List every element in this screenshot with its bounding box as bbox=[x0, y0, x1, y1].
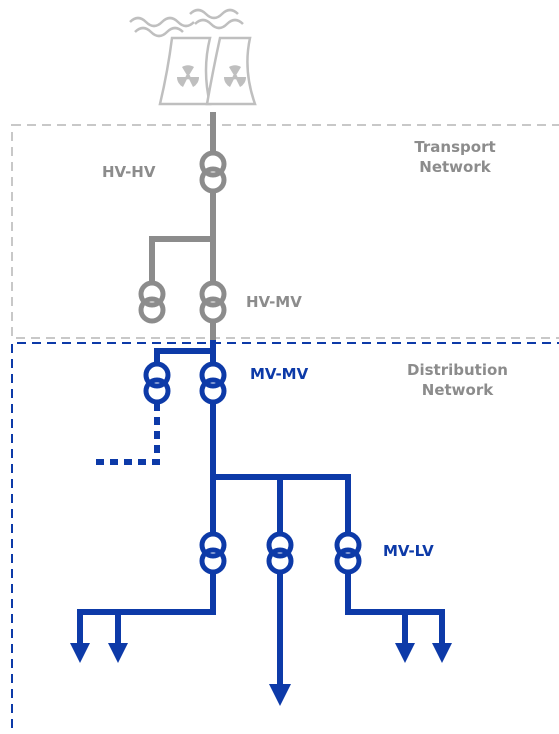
mv-mv-label: MV-MV bbox=[250, 365, 309, 383]
distribution-network-label: Distribution Network bbox=[390, 360, 525, 400]
transport-network-label: Transport Network bbox=[395, 137, 515, 177]
transport-network-region bbox=[11, 124, 559, 339]
hv-hv-label: HV-HV bbox=[102, 163, 156, 181]
distribution-label-line2: Network bbox=[421, 381, 494, 399]
transformer-icon bbox=[266, 531, 294, 575]
load-arrow-icon bbox=[70, 643, 90, 663]
mv-lv-label: MV-LV bbox=[383, 542, 434, 560]
distribution-label-line1: Distribution bbox=[407, 361, 508, 379]
transformer-icon bbox=[138, 280, 166, 324]
load-arrow-icon bbox=[395, 643, 415, 663]
transformer-icon bbox=[334, 531, 362, 575]
transformer-icon bbox=[143, 361, 171, 405]
transformer-icon bbox=[199, 280, 227, 324]
transport-label-line1: Transport bbox=[414, 138, 496, 156]
load-arrow-icon bbox=[269, 684, 291, 706]
transformer-icon bbox=[199, 531, 227, 575]
transport-label-line2: Network bbox=[419, 158, 491, 176]
nuclear-power-plant-icon bbox=[129, 8, 257, 106]
transformer-icon bbox=[199, 150, 227, 194]
transformer-icon bbox=[199, 361, 227, 405]
transport-lines bbox=[149, 112, 216, 340]
distribution-lines bbox=[77, 340, 445, 688]
hv-mv-label: HV-MV bbox=[246, 293, 302, 311]
distribution-network-region bbox=[11, 342, 559, 728]
load-arrow-icon bbox=[432, 643, 452, 663]
load-arrow-icon bbox=[108, 643, 128, 663]
